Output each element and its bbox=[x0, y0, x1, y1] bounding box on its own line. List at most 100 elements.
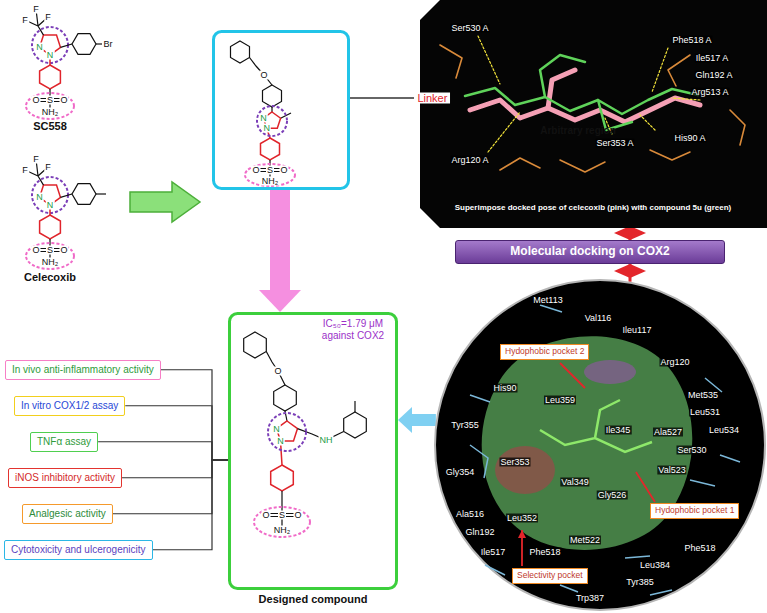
assay-box: Analgesic activity bbox=[22, 504, 113, 524]
compound-structure bbox=[228, 312, 398, 590]
atom-label: O bbox=[273, 367, 282, 376]
residue-label: Met113 bbox=[532, 296, 563, 305]
atom-label: O bbox=[59, 246, 68, 255]
atom-label: N bbox=[259, 114, 268, 123]
connector-label: Linker bbox=[414, 93, 450, 104]
atom-label: O bbox=[259, 71, 268, 80]
atom-label: O bbox=[31, 246, 40, 255]
compound-structure bbox=[244, 332, 367, 537]
residue-label: Leu384 bbox=[639, 561, 671, 570]
residue-label: Phe518 A bbox=[671, 36, 712, 45]
compound-title: Designed compound bbox=[259, 594, 368, 605]
residue-label: Leu359 bbox=[544, 396, 576, 405]
atom-label: S bbox=[266, 166, 274, 175]
residue-label: Val349 bbox=[560, 478, 589, 487]
residue-label: Val116 bbox=[584, 314, 613, 323]
connector-diamond bbox=[614, 226, 646, 240]
compound-structure bbox=[266, 352, 285, 386]
assay-label: TNFα assay bbox=[37, 436, 91, 448]
atom-label: O bbox=[59, 96, 68, 105]
template-structure bbox=[263, 85, 282, 107]
compound-structure bbox=[271, 465, 294, 491]
compound-name: SC558 bbox=[33, 121, 67, 132]
pocket-callout: Hydophobic pocket 1 bbox=[650, 503, 739, 519]
docking-pose-art bbox=[478, 36, 700, 152]
sc558-structure bbox=[25, 9, 102, 119]
residue-label: Ile517 A bbox=[695, 54, 730, 63]
template-structure bbox=[261, 138, 280, 160]
assay-box: In vitro COX1/2 assay bbox=[14, 396, 125, 416]
atom-label: NH₂ bbox=[41, 108, 60, 117]
atom-label: N bbox=[46, 201, 55, 210]
binding-site-art bbox=[435, 280, 765, 610]
atom-label: O bbox=[293, 511, 302, 520]
docking-circle: Met113Val116Ileu117Arg120His90Leu359Met5… bbox=[433, 278, 767, 612]
atom-label: O bbox=[279, 166, 288, 175]
atom-label: NH bbox=[319, 436, 334, 445]
connector bbox=[161, 370, 228, 460]
compound-structure bbox=[344, 412, 367, 438]
docking-pose-art bbox=[420, 0, 767, 228]
celecoxib-structure bbox=[25, 159, 106, 269]
assay-label: iNOS inhibitory activity bbox=[15, 472, 115, 484]
residue-label: Ileu117 bbox=[622, 326, 653, 335]
template-structure bbox=[214, 32, 349, 189]
assay-box: Cytotoxicity and ulcerogenicity bbox=[4, 540, 153, 560]
residue-label: Ala527 bbox=[653, 428, 683, 437]
assay-box: iNOS inhibitory activity bbox=[8, 468, 122, 488]
residue-label: Leu531 bbox=[689, 408, 721, 417]
connector bbox=[629, 264, 632, 282]
docking-pose-art bbox=[465, 88, 698, 114]
atom-label: Br bbox=[103, 40, 114, 49]
compound-structure bbox=[268, 413, 306, 451]
residue-label: Phe518 bbox=[683, 544, 716, 553]
residue-label: Met535 bbox=[687, 391, 719, 400]
atom-label: S bbox=[278, 511, 286, 520]
residue-label: Ile345 bbox=[605, 426, 632, 435]
compound-structure bbox=[254, 507, 310, 537]
atom-label: S bbox=[46, 96, 54, 105]
assay-label: In vitro COX1/2 assay bbox=[21, 400, 118, 412]
atom-label: F bbox=[21, 16, 29, 25]
pocket-callout: Selectivity pocket bbox=[512, 568, 588, 584]
assay-box: TNFα assay bbox=[30, 432, 98, 452]
residue-label: Met522 bbox=[569, 536, 601, 545]
binding-site-art bbox=[470, 305, 740, 595]
pocket-label: Hydophobic pocket 1 bbox=[655, 506, 734, 516]
binding-site-art bbox=[495, 446, 555, 494]
docking-image: Ser530 APhe518 AIle517 AGln192 AArg513 A… bbox=[420, 0, 767, 228]
residue-label: Gln192 bbox=[464, 528, 495, 537]
residue-label: Arg513 A bbox=[690, 88, 729, 97]
atom-label: O bbox=[261, 511, 270, 520]
docking-pose-art bbox=[440, 36, 745, 172]
atom-label: N bbox=[46, 51, 55, 60]
residue-label: Arg120 bbox=[659, 358, 690, 367]
connector bbox=[270, 190, 290, 290]
connector bbox=[113, 460, 228, 514]
docking-pose-art bbox=[470, 98, 700, 122]
atom-label: N bbox=[276, 436, 285, 445]
residue-label: Tyr385 bbox=[625, 578, 655, 587]
celecoxib-structure bbox=[96, 193, 106, 194]
residue-label: Gly526 bbox=[597, 491, 628, 500]
residue-label: Val523 bbox=[657, 466, 686, 475]
residue-label: Ser353 bbox=[499, 458, 530, 467]
residue-label: His90 bbox=[492, 384, 517, 393]
connector bbox=[98, 442, 228, 460]
connector bbox=[153, 460, 228, 550]
atom-label: N bbox=[35, 193, 44, 202]
template-structure bbox=[250, 58, 273, 86]
residue-label: Gly354 bbox=[445, 468, 476, 477]
band-title: Molecular docking on COX2 bbox=[510, 245, 669, 259]
compound-box: IC₅₀=1.79 μM against COX2ONNNHOSONH₂Desi… bbox=[228, 312, 398, 590]
region-label: Arbitrary region bbox=[540, 126, 616, 136]
celecoxib-structure bbox=[25, 159, 96, 269]
ic50-note: IC₅₀=1.79 μM against COX2 bbox=[312, 318, 394, 342]
atom-label: F bbox=[32, 5, 40, 14]
template-box: ONNOSONH₂ bbox=[212, 30, 350, 190]
residue-label: Ile517 bbox=[480, 548, 507, 557]
compound-structure bbox=[274, 385, 297, 411]
binding-site-art bbox=[433, 278, 767, 612]
